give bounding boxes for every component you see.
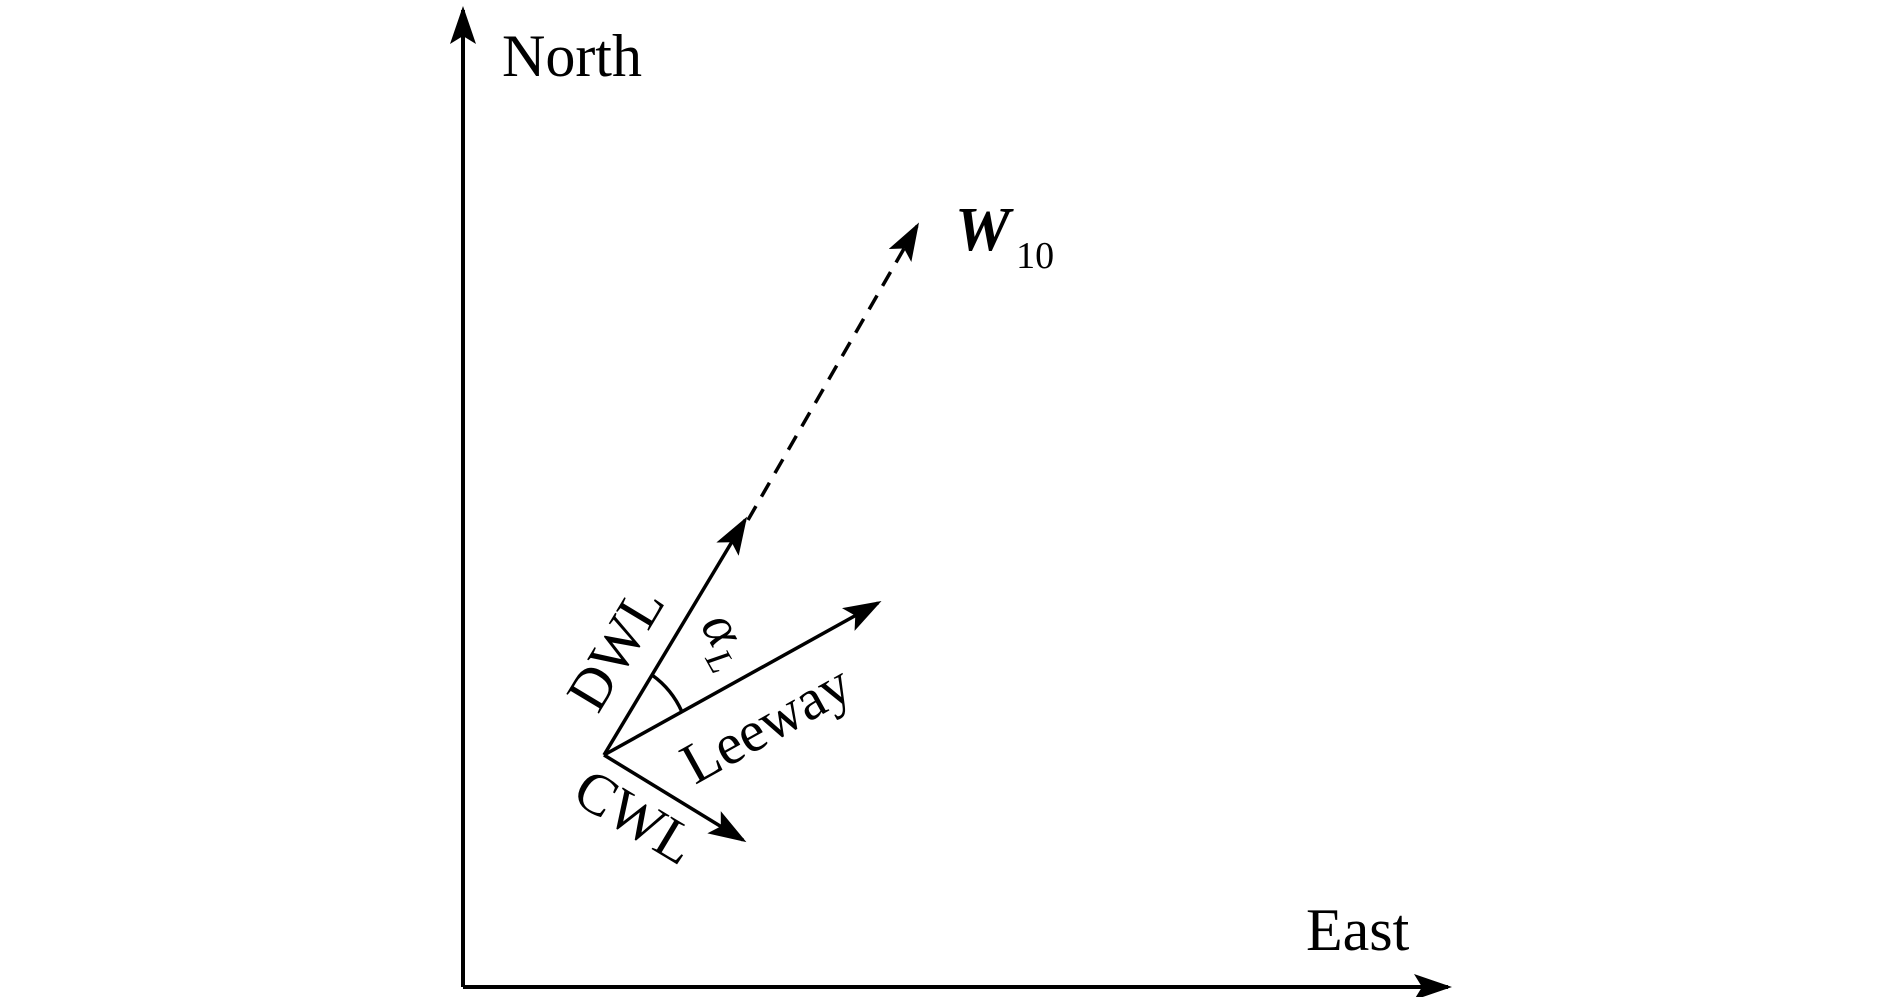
angle-label: αL: [683, 601, 768, 679]
north-axis-label: North: [502, 23, 642, 89]
angle-arc: [650, 673, 684, 713]
leeway-vector: [603, 601, 882, 757]
cwl-vector: [603, 753, 747, 843]
wind-symbol: W: [955, 196, 1014, 264]
dwl-vector: [602, 516, 748, 756]
wind-subscript: 10: [1016, 235, 1054, 277]
wind-vector-dashed: [746, 222, 919, 521]
leeway-label: Leeway: [670, 651, 862, 797]
east-axis-label: East: [1306, 897, 1410, 963]
dwl-label: DWL: [553, 575, 677, 722]
